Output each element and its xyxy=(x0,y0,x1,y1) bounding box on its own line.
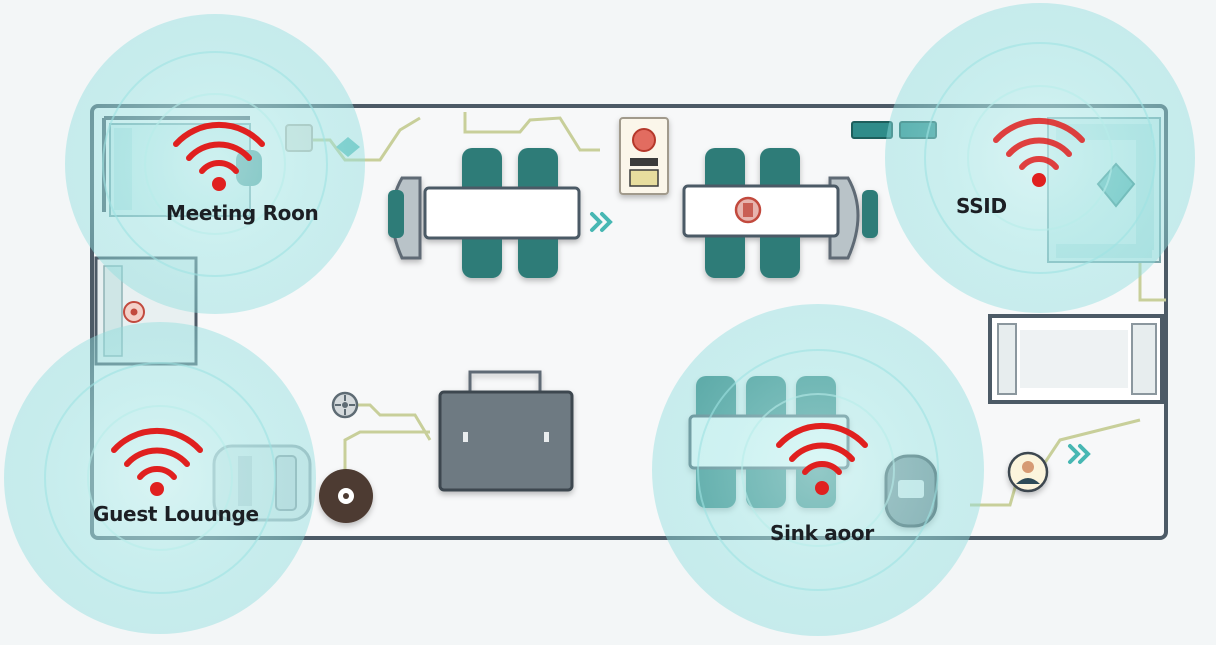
avatar-icon xyxy=(1007,451,1049,493)
wifi-icon xyxy=(993,117,1085,187)
zone-label-ssid: SSID xyxy=(956,194,1007,218)
wifi-icon xyxy=(173,121,265,191)
right-booth xyxy=(988,314,1164,404)
coverage-sink-area xyxy=(652,304,984,636)
zone-label-guest-lounge: Guest Louunge xyxy=(93,502,259,526)
wifi-icon xyxy=(111,427,203,496)
id-badge xyxy=(619,117,669,195)
speaker-icon xyxy=(319,469,373,523)
arrow-icon xyxy=(1068,444,1091,464)
conference-table-left xyxy=(388,148,581,278)
coverage-areas xyxy=(4,3,1195,636)
wifi-icon xyxy=(776,422,868,495)
zone-label-meeting-room: Meeting Roon xyxy=(166,201,319,225)
zone-label-sink-area: Sink aoor xyxy=(770,521,874,545)
display-screen xyxy=(438,370,574,492)
coverage-guest-lounge xyxy=(4,322,316,634)
fan-icon xyxy=(331,391,359,419)
arrow-icon xyxy=(590,212,613,232)
conference-table-right xyxy=(682,148,878,278)
